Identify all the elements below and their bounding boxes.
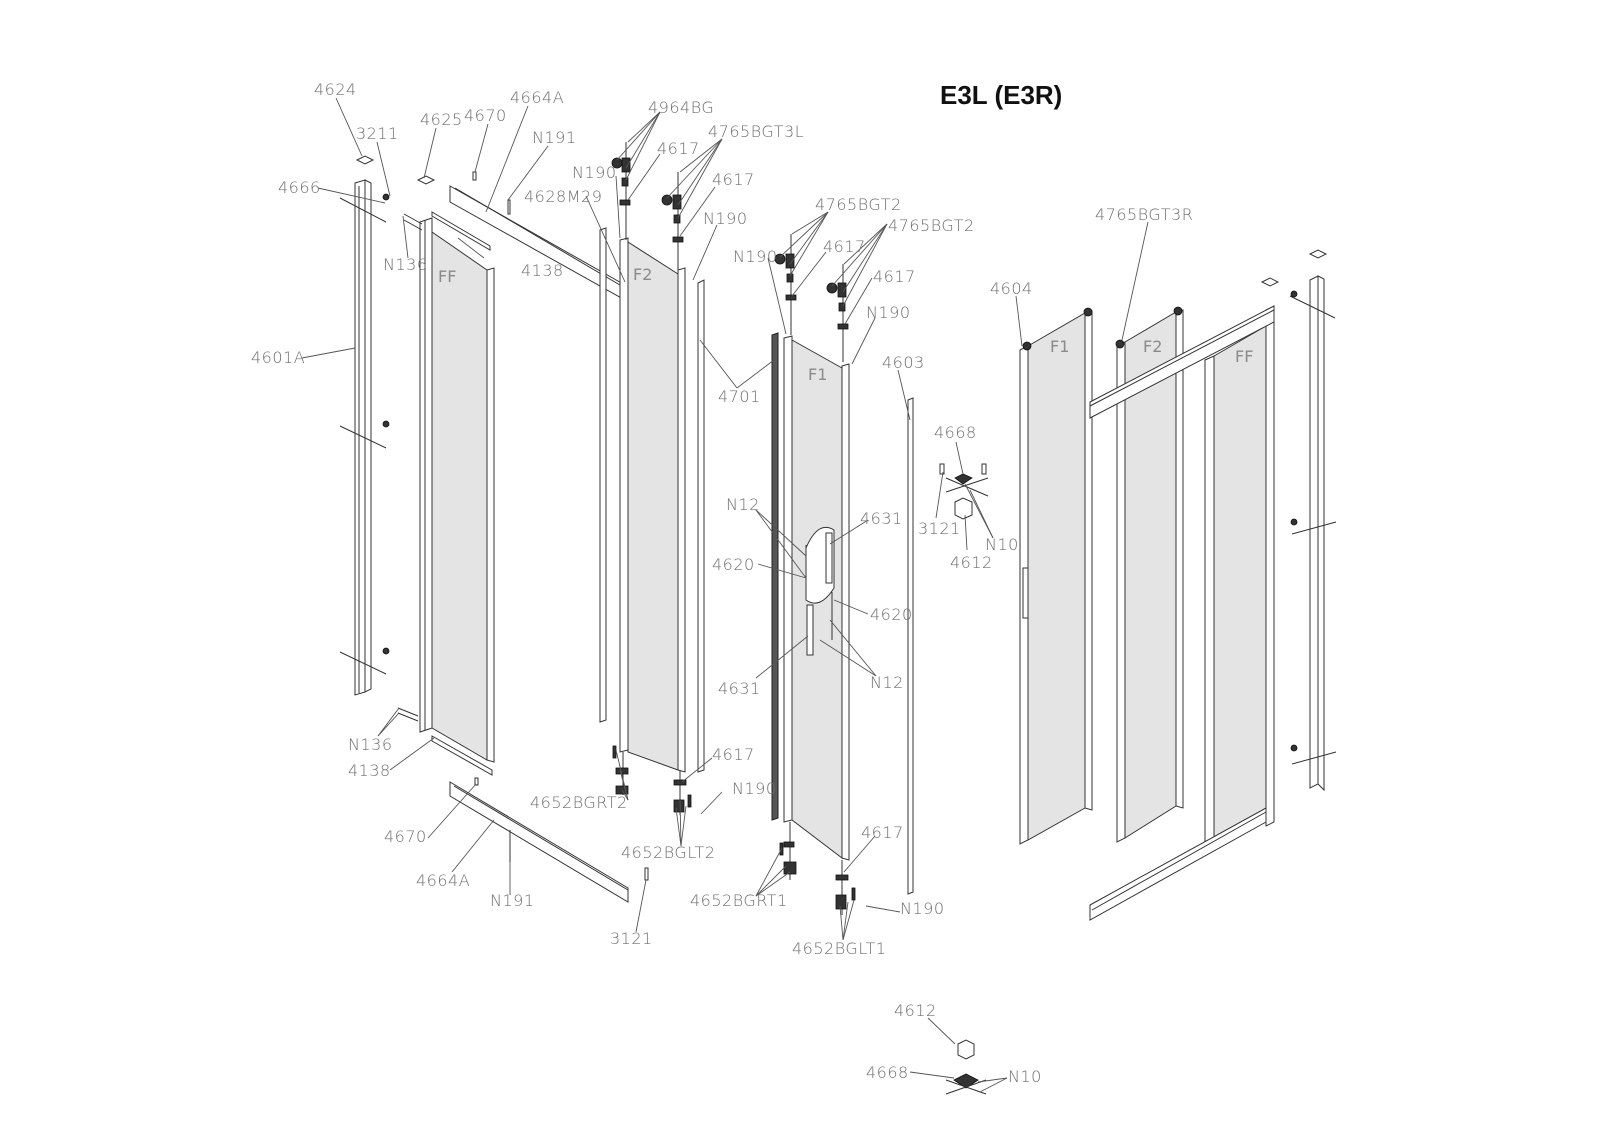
end-cap-4624 bbox=[355, 155, 375, 165]
callout-4612: 4612 bbox=[894, 1001, 937, 1020]
callout-4603: 4603 bbox=[882, 353, 925, 372]
callout-4617: 4617 bbox=[861, 823, 904, 842]
callout-N10: N10 bbox=[985, 535, 1019, 554]
callout-labels: 4624 3211 4625 4670 4664A N191 4666 4628… bbox=[251, 80, 1193, 1086]
callout-N12: N12 bbox=[870, 673, 904, 692]
callout-N12: N12 bbox=[726, 495, 760, 514]
part-4670-top bbox=[472, 171, 477, 181]
panel-label-ff-left: FF bbox=[438, 267, 456, 286]
seal-4701-b bbox=[771, 332, 779, 821]
panel-label-f2-right: F2 bbox=[1143, 337, 1162, 356]
wall-screw-set bbox=[339, 193, 390, 675]
callout-4652BGLT2: 4652BGLT2 bbox=[621, 843, 715, 862]
callout-4652BGRT1: 4652BGRT1 bbox=[690, 891, 788, 910]
callout-4617: 4617 bbox=[657, 139, 700, 158]
callout-N191: N191 bbox=[532, 128, 577, 147]
top-rail-right bbox=[1089, 305, 1275, 419]
callout-4620: 4620 bbox=[870, 605, 913, 624]
bottom-roller-4652BGRT1 bbox=[779, 822, 797, 880]
callout-N190: N190 bbox=[733, 247, 778, 266]
callout-4670: 4670 bbox=[384, 827, 427, 846]
seal-strip-4138-top bbox=[431, 211, 491, 251]
bottom-roller-4652BGLT1 bbox=[835, 860, 856, 915]
callout-4617: 4617 bbox=[712, 745, 755, 764]
callout-4138: 4138 bbox=[348, 761, 391, 780]
callout-4765BGT2: 4765BGT2 bbox=[815, 195, 902, 214]
diagram-title: E3L (E3R) bbox=[940, 80, 1062, 110]
callout-4652BGLT1: 4652BGLT1 bbox=[792, 939, 886, 958]
callout-N190: N190 bbox=[900, 899, 945, 918]
panel-label-f1-center: F1 bbox=[808, 365, 827, 384]
callout-4628M29: 4628M29 bbox=[524, 187, 602, 206]
callout-4631: 4631 bbox=[860, 509, 903, 528]
callout-4138: 4138 bbox=[521, 261, 564, 280]
callout-4604: 4604 bbox=[990, 279, 1033, 298]
fixed-panel-right: FF bbox=[1204, 305, 1275, 855]
roller-assembly-4765BGT3L bbox=[661, 172, 684, 270]
callout-N190: N190 bbox=[866, 303, 911, 322]
screws-N136-bottom bbox=[397, 707, 419, 722]
leader-lines bbox=[301, 97, 1149, 1093]
fixed-panel-left: FF bbox=[419, 217, 495, 763]
callout-N136: N136 bbox=[383, 255, 428, 274]
handle-4631-top bbox=[825, 532, 833, 584]
callout-4624: 4624 bbox=[314, 80, 357, 99]
panel-label-f1-right: F1 bbox=[1050, 337, 1069, 356]
callout-4664A: 4664A bbox=[416, 871, 470, 890]
callout-3211: 3211 bbox=[356, 124, 399, 143]
callout-4617: 4617 bbox=[823, 237, 866, 256]
callout-N191: N191 bbox=[490, 891, 535, 910]
callout-4601A: 4601A bbox=[251, 348, 305, 367]
callout-4612: 4612 bbox=[950, 553, 993, 572]
roller-assembly-4765BGT2-a bbox=[774, 234, 797, 335]
profile-4603 bbox=[907, 397, 914, 895]
callout-4625: 4625 bbox=[420, 110, 463, 129]
panel-label-ff-right: FF bbox=[1235, 347, 1253, 366]
callout-N136: N136 bbox=[348, 735, 393, 754]
callout-4617: 4617 bbox=[873, 267, 916, 286]
roller-assembly-4964BG bbox=[611, 142, 631, 240]
callout-4765BGT3R: 4765BGT3R bbox=[1095, 205, 1193, 224]
callout-4668: 4668 bbox=[934, 423, 977, 442]
callout-4620: 4620 bbox=[712, 555, 755, 574]
callout-4631: 4631 bbox=[718, 679, 761, 698]
sliding-panel-f2-left: F2 bbox=[599, 227, 686, 773]
callout-N190: N190 bbox=[572, 163, 617, 182]
corner-joint-bottom bbox=[945, 1039, 987, 1095]
sliding-panel-f1-center: F1 bbox=[783, 335, 850, 861]
callout-4664A: 4664A bbox=[510, 88, 564, 107]
callout-4617: 4617 bbox=[712, 170, 755, 189]
sliding-panel-f1-right: F1 bbox=[1019, 307, 1093, 845]
callout-4670: 4670 bbox=[464, 106, 507, 125]
wall-profile-left bbox=[339, 179, 390, 696]
callout-4701: 4701 bbox=[718, 387, 761, 406]
screw-N191-top bbox=[507, 199, 511, 215]
callout-N190: N190 bbox=[732, 779, 777, 798]
roller-assembly-4765BGT2-b bbox=[826, 264, 849, 362]
callout-4668: 4668 bbox=[866, 1063, 909, 1082]
callout-4765BGT2: 4765BGT2 bbox=[888, 216, 975, 235]
callout-N10: N10 bbox=[1008, 1067, 1042, 1086]
callout-N190: N190 bbox=[703, 209, 748, 228]
wall-profile-right bbox=[1260, 249, 1337, 792]
callout-4666: 4666 bbox=[278, 178, 321, 197]
callout-3121: 3121 bbox=[610, 929, 653, 948]
screws-N136-top bbox=[403, 213, 423, 231]
callout-4652BGRT2: 4652BGRT2 bbox=[530, 793, 628, 812]
end-cap-4625 bbox=[416, 175, 436, 185]
sliding-panel-f2-right: F2 bbox=[1115, 306, 1184, 843]
callout-3121: 3121 bbox=[918, 519, 961, 538]
seal-4701-a bbox=[697, 279, 705, 773]
bottom-rail-right bbox=[1089, 807, 1267, 921]
panel-label-f2-left: F2 bbox=[633, 265, 652, 284]
callout-4765BGT3L: 4765BGT3L bbox=[708, 122, 804, 141]
corner-joint-mid bbox=[939, 463, 989, 520]
callout-4964BG: 4964BG bbox=[648, 98, 714, 117]
handle-4631-bottom bbox=[806, 604, 814, 656]
